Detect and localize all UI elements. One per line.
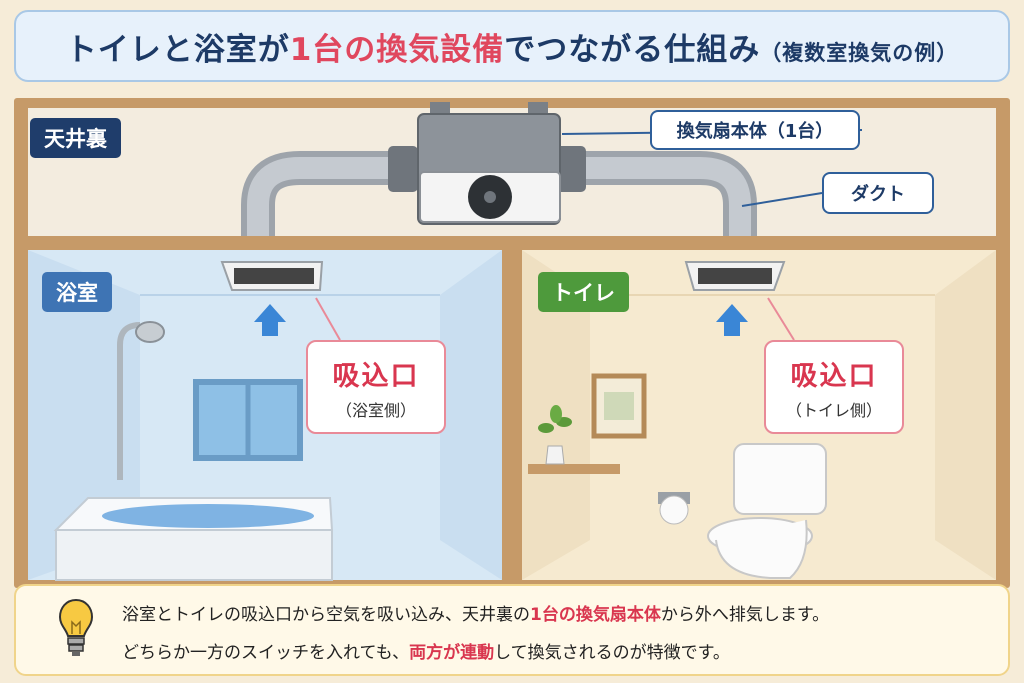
plant-pot	[545, 445, 565, 465]
note-highlight: 両方が連動	[409, 643, 495, 663]
fan-collar-left	[388, 146, 418, 192]
note-line-1: 浴室とトイレの吸込口から空気を吸い込み、天井裏の1台の換気扇本体から外へ排気しま…	[122, 605, 830, 625]
attic-label: 天井裏	[30, 118, 121, 158]
toilet-paper	[659, 495, 689, 525]
fan-collar-right	[556, 146, 586, 192]
bath-right-wall	[440, 250, 502, 580]
bath-intake-callout: 吸込口 （浴室側）	[306, 340, 446, 434]
duct-callout: ダクト	[822, 172, 934, 214]
title-part1: トイレと浴室が	[65, 31, 290, 68]
explanation-note: 浴室とトイレの吸込口から空気を吸い込み、天井裏の1台の換気扇本体から外へ排気しま…	[14, 584, 1010, 676]
title-suffix: （複数室換気の例）	[760, 40, 959, 65]
title-banner: トイレと浴室が1台の換気設備でつながる仕組み（複数室換気の例）	[14, 10, 1010, 82]
shelf	[528, 464, 620, 474]
up-arrow-icon	[716, 304, 748, 336]
shower-head	[135, 321, 165, 343]
note-line-2: どちらか一方のスイッチを入れても、両方が連動して換気されるのが特徴です。	[122, 643, 730, 663]
shower-hose	[117, 322, 141, 480]
title-highlight: 1台の換気設備	[289, 31, 505, 68]
toilet-intake-callout: 吸込口 （トイレ側）	[764, 340, 904, 434]
intake-label: 吸込口	[332, 360, 420, 392]
page-title: トイレと浴室が1台の換気設備でつながる仕組み（複数室換気の例）	[66, 24, 959, 69]
toilet-right-wall	[935, 250, 996, 580]
toilet-tank	[733, 443, 827, 515]
bath-label: 浴室	[42, 272, 112, 312]
lightbulb-icon	[58, 598, 94, 656]
fan-unit-callout: 換気扇本体（1台）	[650, 110, 860, 150]
intake-sublabel: （トイレ側）	[785, 400, 882, 420]
intake-label: 吸込口	[790, 360, 878, 392]
intake-sublabel: （浴室側）	[335, 400, 416, 420]
up-arrow-icon	[254, 304, 286, 336]
note-highlight: 1台の換気扇本体	[530, 605, 661, 625]
title-part2: でつながる仕組み	[504, 31, 761, 68]
toilet-label: トイレ	[538, 272, 629, 312]
